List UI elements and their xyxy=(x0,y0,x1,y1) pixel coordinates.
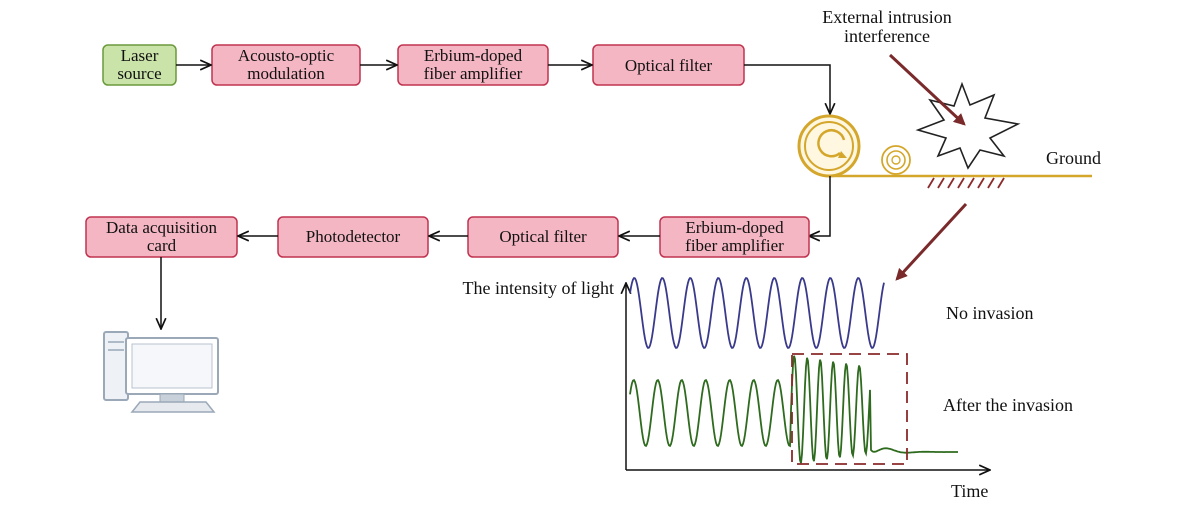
lower-amplifier-line2: fiber amplifier xyxy=(685,236,784,255)
laser-source-box: Laser source xyxy=(102,44,177,86)
lower-filter-label: Optical filter xyxy=(499,227,587,246)
photodetector-box: Photodetector xyxy=(277,216,429,258)
signal-arrow xyxy=(895,202,968,281)
signal-chart: The intensity of light Time No invasion … xyxy=(463,277,1073,501)
lower-optical-filter-box: Optical filter xyxy=(467,216,619,258)
after-invasion-label: After the invasion xyxy=(943,395,1073,415)
lower-amplifier-box: Erbium-doped fiber amplifier xyxy=(659,216,810,258)
ground-label: Ground xyxy=(1046,148,1101,168)
intrusion-arrow xyxy=(888,53,966,126)
laser-source-line2: source xyxy=(117,64,161,83)
fiber-coil-icon xyxy=(797,114,861,178)
modulation-line2: modulation xyxy=(247,64,325,83)
upper-filter-label: Optical filter xyxy=(625,56,713,75)
modulation-line1: Acousto-optic xyxy=(238,46,335,65)
acousto-optic-modulation-box: Acousto-optic modulation xyxy=(211,44,361,86)
upper-amplifier-line1: Erbium-doped xyxy=(424,46,523,65)
lower-amplifier-line1: Erbium-doped xyxy=(685,218,784,237)
sensing-coil-icon xyxy=(881,145,911,175)
ground-hatch xyxy=(927,177,1005,189)
daq-line1: Data acquisition xyxy=(106,218,217,237)
upper-optical-filter-box: Optical filter xyxy=(592,44,745,86)
no-invasion-label: No invasion xyxy=(946,303,1034,323)
daq-line2: card xyxy=(147,236,177,255)
intrusion-label-line2: interference xyxy=(844,26,930,46)
arrow-filter-to-coil xyxy=(744,64,830,114)
intrusion-label-line1: External intrusion xyxy=(822,7,951,27)
x-axis-label: Time xyxy=(951,481,988,501)
computer-icon xyxy=(103,331,219,413)
photodetector-label: Photodetector xyxy=(306,227,401,246)
no-invasion-waveform xyxy=(629,277,885,349)
after-invasion-waveform xyxy=(629,355,958,464)
laser-source-line1: Laser xyxy=(121,46,159,65)
data-acquisition-box: Data acquisition card xyxy=(85,216,238,258)
arrow-coil-to-amplifier xyxy=(809,176,831,236)
y-axis-label: The intensity of light xyxy=(463,278,614,298)
upper-amplifier-line2: fiber amplifier xyxy=(424,64,523,83)
invasion-highlight-box xyxy=(791,353,908,465)
upper-amplifier-box: Erbium-doped fiber amplifier xyxy=(397,44,549,86)
